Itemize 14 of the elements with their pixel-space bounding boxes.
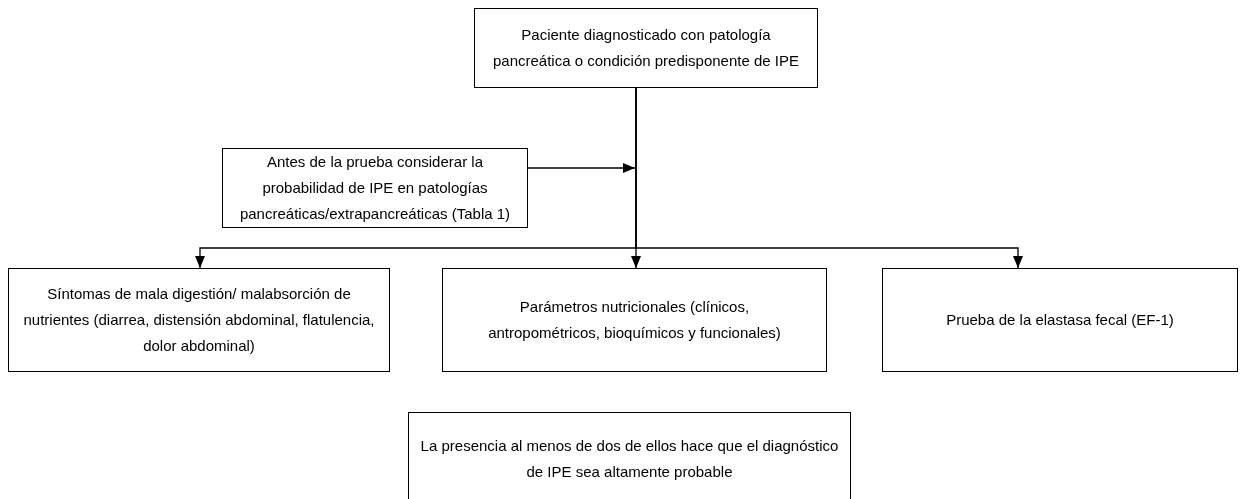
box-text: Síntomas de mala digestión/ malabsorción de nutrientes (diarrea, distensión abdominal, flatulencia, dolor abdominal) [22,284,376,356]
arrow [635,87,1023,269]
process-box [882,268,1238,372]
process-box [442,268,827,372]
box-text: La presencia al menos de dos de ellos hace que el diagnóstico de IPE sea altamente probable [419,436,840,482]
arrow [527,163,636,173]
process-box [408,412,851,499]
process-box [222,148,528,228]
process-box [474,8,818,88]
box-text: Paciente diagnosticado con patología pancreática o condición predisponente de IPE [491,25,800,71]
box-text: Antes de la prueba considerar la probabilidad de IPE en patologías pancreáticas/extrapancreáticas (Tabla 1) [238,152,512,224]
box-text: Prueba de la elastasa fecal (EF-1) [946,310,1174,330]
box-text: Parámetros nutricionales (clínicos, antropométricos, bioquímicos y funcionales) [487,297,782,343]
process-box [8,268,390,372]
